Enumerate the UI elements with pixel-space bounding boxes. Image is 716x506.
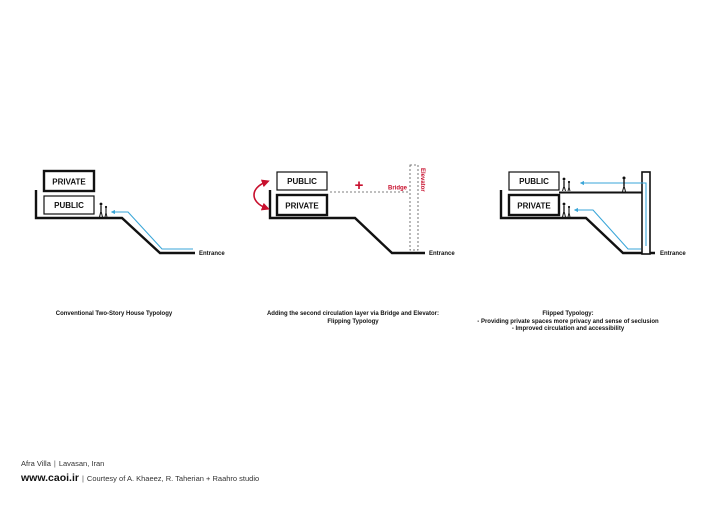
circulation-path-upper — [579, 180, 647, 246]
project-info: Afra Villa|Lavasan, Iran — [21, 459, 104, 468]
separator: | — [81, 474, 84, 483]
caption-line: Adding the second circulation layer via … — [266, 311, 440, 317]
flip-arrow — [253, 179, 270, 211]
private-label: PRIVATE — [517, 202, 551, 211]
public-box — [276, 171, 328, 191]
separator: | — [53, 459, 56, 468]
diagram-flipped: PUBLIC PRIVATE — [499, 171, 686, 257]
public-label: PUBLIC — [287, 177, 317, 186]
private-label: PRIVATE — [52, 178, 86, 187]
private-box — [275, 193, 329, 217]
people-icon — [99, 202, 108, 218]
ground-line — [268, 190, 425, 255]
elevator-label: Elevator — [419, 168, 425, 192]
caption-line: Conventional Two-Story House Typology — [55, 311, 173, 317]
public-box — [508, 171, 560, 191]
plus-icon: + — [355, 177, 364, 194]
people-icon — [562, 177, 571, 192]
site-link[interactable]: www.caoi.ir — [21, 472, 79, 484]
public-box — [43, 195, 95, 215]
project-name: Afra Villa — [21, 459, 51, 468]
public-label: PUBLIC — [519, 177, 549, 186]
caption-bridge-elevator: Adding the second circulation layer via … — [238, 311, 468, 326]
caption-flipped: Flipped Typology: - Providing private sp… — [468, 311, 668, 334]
ground-line — [34, 190, 195, 255]
ground-line — [499, 190, 655, 255]
elevator-shaft — [409, 164, 419, 251]
entrance-label: Entrance — [199, 251, 225, 257]
caption-line: - Providing private spaces more privacy … — [477, 318, 659, 325]
private-label: PRIVATE — [285, 202, 319, 211]
circulation-path-lower — [573, 207, 641, 250]
entrance-label: Entrance — [660, 251, 686, 257]
circulation-path — [110, 209, 193, 250]
credits: www.caoi.ir|Courtesy of A. Khaeez, R. Ta… — [21, 472, 259, 484]
person-icon — [622, 176, 626, 192]
diagram-bridge-elevator: PUBLIC PRIVATE + Bridge Elevator Entranc… — [253, 164, 455, 257]
credit-text: Courtesy of A. Khaeez, R. Taherian + Raa… — [86, 474, 260, 483]
project-location: Lavasan, Iran — [58, 459, 105, 468]
public-label: PUBLIC — [54, 201, 84, 210]
private-box — [42, 169, 96, 193]
private-box — [507, 193, 561, 217]
entrance-label: Entrance — [429, 251, 455, 257]
caption-line: Flipped Typology: — [542, 311, 594, 317]
diagram-conventional: PRIVATE PUBLIC Entrance — [34, 169, 225, 257]
people-icon — [562, 202, 571, 218]
caption-line: Flipping Typology — [327, 318, 379, 325]
caption-conventional: Conventional Two-Story House Typology — [24, 311, 204, 319]
caption-line: - Improved circulation and accessibility — [511, 326, 625, 332]
bridge-label: Bridge — [388, 186, 408, 192]
